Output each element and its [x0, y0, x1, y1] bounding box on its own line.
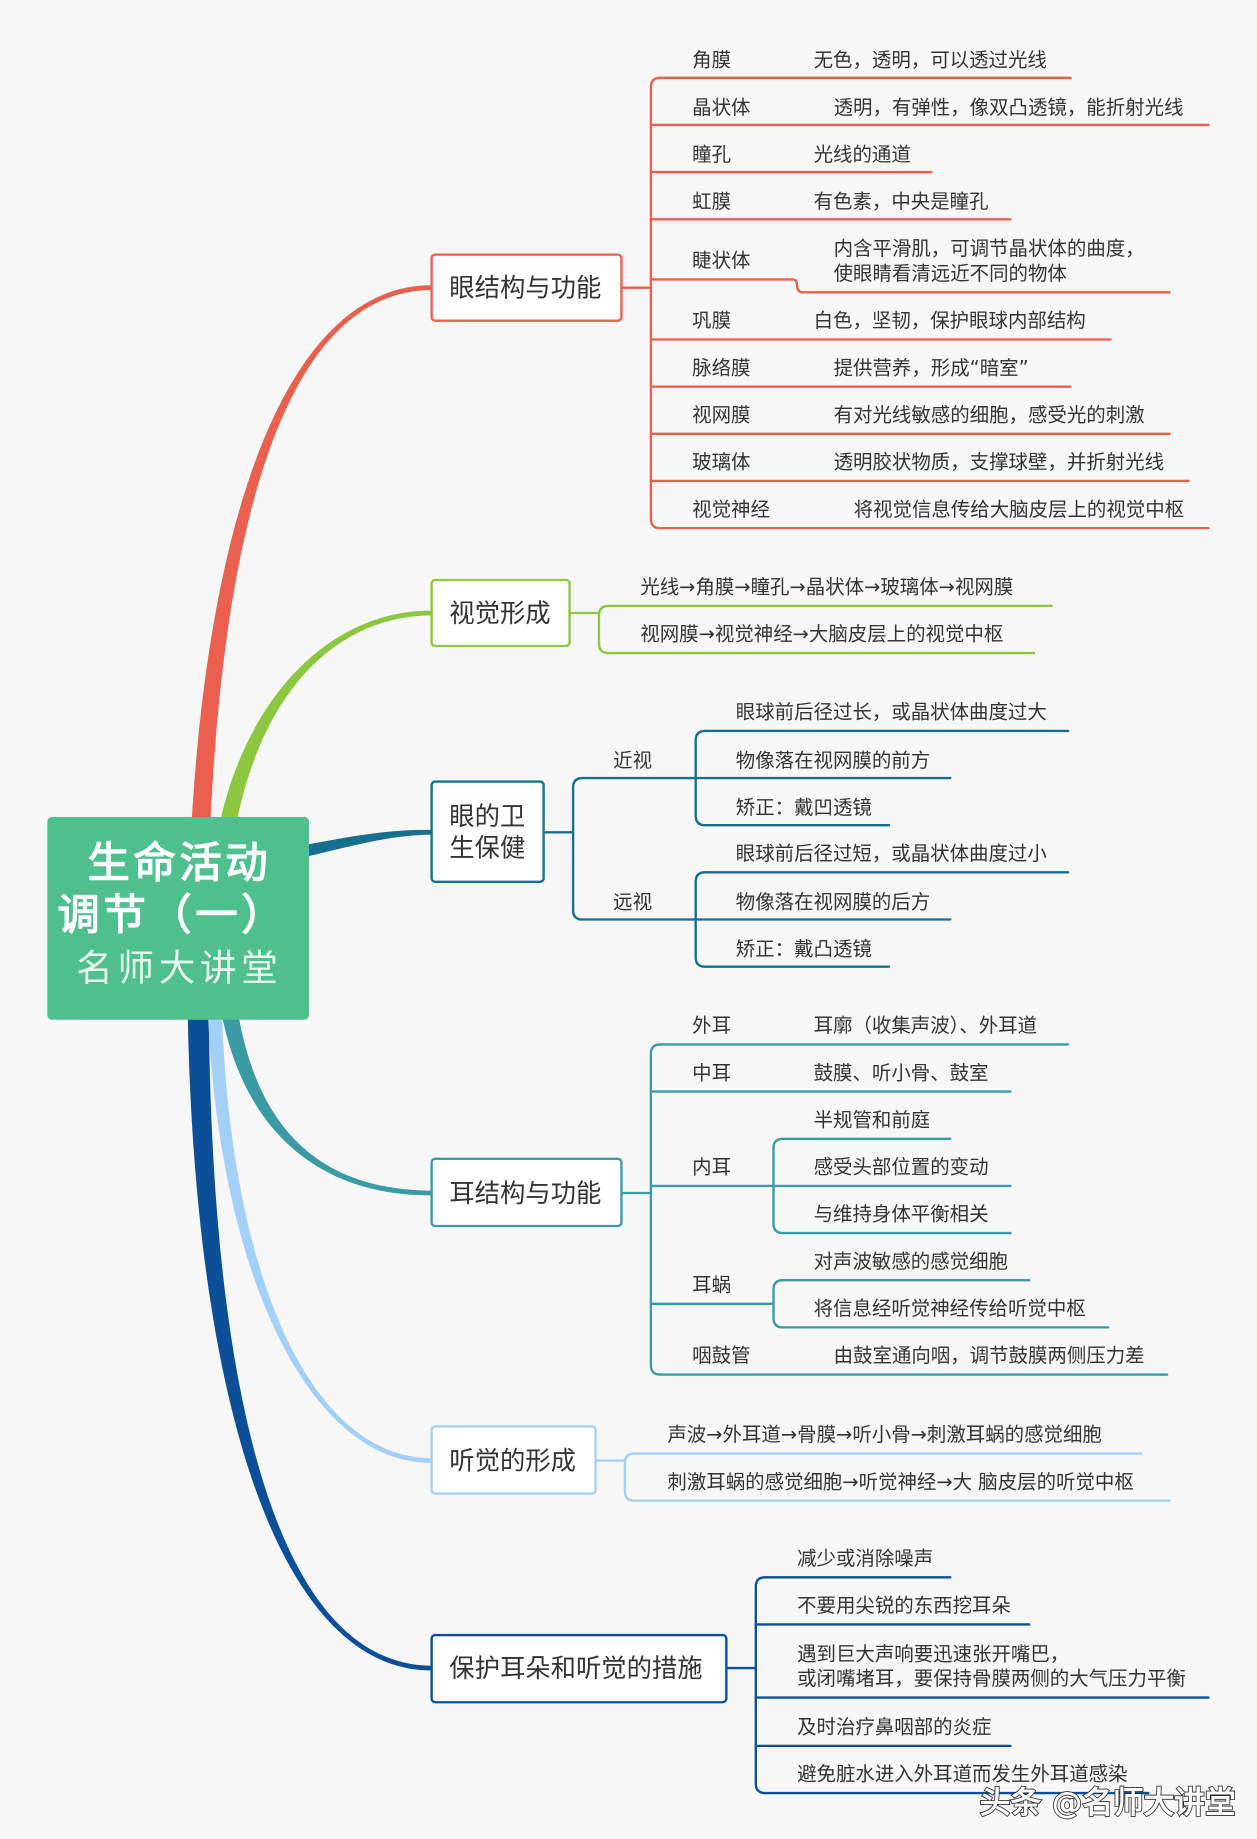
topic-title-line: 生保健: [449, 833, 525, 863]
branch-ear-structure: 耳结构与功能 外耳 耳廓（收集声波）、外耳道 中耳 鼓膜、听小骨、鼓室 内耳 半…: [430, 1014, 1169, 1376]
item-underlines: [581, 729, 1070, 968]
condition-point: 物像落在视网膜的后方: [736, 890, 930, 913]
part-point: 半规管和前庭: [814, 1108, 931, 1131]
condition-point: 眼球前后径过长，或晶状体曲度过大: [736, 701, 1047, 724]
part-label: 外耳: [692, 1014, 731, 1037]
part-label: 咽鼓管: [692, 1344, 750, 1367]
branch-curve-ear-structure: [220, 1006, 432, 1196]
branch-spine: [571, 776, 584, 921]
topic-box-eye-hygiene: [430, 780, 545, 883]
part-point: 对声波敏感的感觉细胞: [814, 1250, 1008, 1273]
part-description: 白色，坚韧，保护眼球内部结构: [814, 309, 1086, 332]
measure-item-line: 遇到巨大声响要迅速张开嘴巴，: [797, 1642, 1069, 1665]
condition-point: 眼球前后径过短，或晶状体曲度过小: [736, 842, 1047, 865]
central-title-line: 生命活动: [87, 840, 271, 889]
central-title-line: 调节（一）: [57, 891, 287, 940]
item-underlines: [649, 1043, 1169, 1376]
topic-title-line: 眼的卫: [449, 801, 525, 831]
pathway-step: 声波→外耳道→骨膜→听小骨→刺激耳蜗的感觉细胞: [667, 1423, 1101, 1446]
part-point: 与维持身体平衡相关: [814, 1203, 989, 1226]
branch-spine: [623, 1452, 636, 1502]
part-label: 视觉神经: [692, 498, 770, 521]
condition-point: 矫正：戴凹透镜: [736, 796, 872, 819]
part-label: 中耳: [692, 1061, 731, 1084]
part-description-line: 使眼睛看清远近不同的物体: [834, 262, 1067, 285]
item-underlines: [607, 604, 1053, 655]
pathway-step: 刺激耳蜗的感觉细胞→听觉神经→大 脑皮层的听觉中枢: [667, 1470, 1133, 1493]
topic-title: 听觉的形成: [449, 1446, 576, 1476]
central-subtitle: 名师大讲堂: [76, 946, 282, 989]
branch-curve-eye-structure: [191, 285, 432, 832]
part-label: 虹膜: [692, 190, 731, 213]
part-description: 透明胶状物质，支撑球壁，并折射光线: [834, 451, 1164, 474]
item-underlines: [633, 1452, 1171, 1502]
item-underlines: [649, 76, 1210, 530]
part-description: 提供营养，形成“暗室”: [834, 356, 1029, 379]
condition-point: 物像落在视网膜的前方: [736, 749, 930, 772]
branch-curve-vision-formation: [218, 610, 432, 833]
part-label: 脉络膜: [692, 356, 750, 379]
branch-spine: [649, 76, 662, 530]
topic-box-ear-structure: [430, 1157, 623, 1228]
part-label: 晶状体: [692, 96, 750, 119]
part-point: 将信息经听觉神经传给听觉中枢: [814, 1297, 1086, 1320]
part-label: 耳蜗: [692, 1273, 731, 1296]
part-description: 将视觉信息传给大脑皮层上的视觉中枢: [854, 498, 1184, 521]
branch-curve-eye-hygiene: [303, 829, 432, 857]
sub-branch-spine-cochlea: [772, 1279, 785, 1329]
branch-spine: [754, 1576, 767, 1795]
topic-title: 视觉形成: [449, 598, 550, 628]
part-description: 有色素，中央是瞳孔: [814, 190, 989, 213]
topic-box-vision-formation: [430, 578, 571, 648]
branch-curves: [187, 285, 432, 1671]
branch-eye-hygiene: 眼的卫 生保健 近视 眼球前后径过长，或晶状体曲度过大 物像落在视网膜的前方 矫…: [430, 701, 1070, 968]
part-description: 光线的通道: [814, 143, 911, 166]
pathway-step: 光线→角膜→瞳孔→晶状体→玻璃体→视网膜: [640, 576, 1013, 599]
part-description: 耳廓（收集声波）、外耳道: [814, 1014, 1038, 1037]
topic-box-hearing-formation: [430, 1425, 597, 1495]
part-label: 巩膜: [692, 309, 731, 332]
measure-item: 不要用尖锐的东西挖耳朵: [797, 1594, 1011, 1617]
measure-item-line: 或闭嘴堵耳，要保持骨膜两侧的大气压力平衡: [797, 1667, 1186, 1690]
branch-eye-structure: 眼结构与功能 角膜 无色，透明，可以透过光线 晶状体 透明，有弹性，像双凸透镜，…: [430, 49, 1210, 530]
branch-spine: [597, 604, 610, 655]
measure-item: 减少或消除噪声: [797, 1547, 933, 1570]
condition-point: 矫正：戴凸透镜: [736, 937, 872, 960]
pathway-step: 视网膜→视觉神经→大脑皮层上的视觉中枢: [640, 623, 1003, 646]
part-description: 有对光线敏感的细胞，感受光的刺激: [834, 403, 1145, 426]
part-description-line: 内含平滑肌，可调节晶状体的曲度，: [834, 237, 1145, 260]
part-point: 感受头部位置的变动: [814, 1156, 989, 1179]
central-topic: 生命活动 调节（一） 名师大讲堂: [47, 816, 310, 1020]
branch-spine: [649, 1043, 662, 1376]
part-label: 内耳: [692, 1156, 731, 1179]
item-underlines: [754, 1576, 1210, 1795]
part-description: 由鼓室通向咽，调节鼓膜两侧压力差: [834, 1344, 1145, 1367]
part-label: 视网膜: [692, 403, 750, 426]
part-description: 鼓膜、听小骨、鼓室: [814, 1061, 989, 1084]
watermark: 头条 @名师大讲堂: [980, 1786, 1236, 1821]
part-label: 瞳孔: [692, 143, 731, 166]
topic-box-eye-structure: [430, 253, 623, 322]
topic-title: 眼结构与功能: [449, 273, 601, 303]
condition-label-hyperopia: 远视: [613, 890, 652, 913]
branch-hearing-formation: 听觉的形成 声波→外耳道→骨膜→听小骨→刺激耳蜗的感觉细胞 刺激耳蜗的感觉细胞→…: [430, 1423, 1171, 1502]
topic-box-ear-protection: [430, 1633, 728, 1704]
part-label: 玻璃体: [692, 451, 750, 474]
branch-vision-formation: 视觉形成 光线→角膜→瞳孔→晶状体→玻璃体→视网膜 视网膜→视觉神经→大脑皮层上…: [430, 576, 1053, 655]
condition-label-myopia: 近视: [613, 749, 652, 772]
central-topic-box: [47, 816, 310, 1020]
part-description: 透明，有弹性，像双凸透镜，能折射光线: [834, 96, 1184, 119]
measure-item: 避免脏水进入外耳道而发生外耳道感染: [797, 1763, 1127, 1786]
topic-title: 保护耳朵和听觉的措施: [449, 1653, 702, 1683]
part-label: 睫状体: [692, 249, 750, 272]
topic-title: 耳结构与功能: [449, 1178, 601, 1208]
branch-ear-protection: 保护耳朵和听觉的措施 减少或消除噪声 不要用尖锐的东西挖耳朵 遇到巨大声响要迅速…: [430, 1547, 1210, 1795]
part-description: 无色，透明，可以透过光线: [814, 49, 1047, 72]
part-label: 角膜: [692, 49, 731, 72]
measure-item: 及时治疗鼻咽部的炎症: [797, 1716, 991, 1739]
